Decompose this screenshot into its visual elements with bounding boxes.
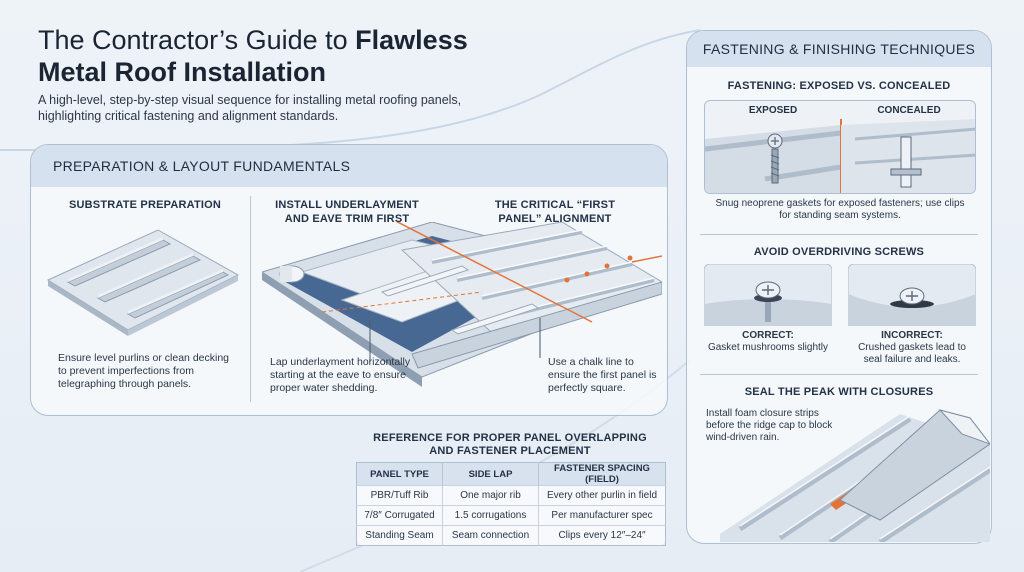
- table-row: PBR/Tuff Rib One major rib Every other p…: [356, 485, 666, 506]
- page-subtitle: A high-level, step-by-step visual sequen…: [38, 93, 462, 123]
- table-cell: 1.5 corrugations: [442, 505, 539, 526]
- exposed-concealed-caption: Snug neoprene gaskets for exposed fasten…: [715, 198, 965, 221]
- underlayment-title-line2: AND EAVE TRIM FIRST: [284, 213, 410, 225]
- correct-screw-illustration: [704, 264, 832, 326]
- peak-title: SEAL THE PEAK WITH CLOSURES: [744, 386, 934, 398]
- underlayment-title-line1: INSTALL UNDERLAYMENT: [275, 199, 419, 211]
- exposed-vs-concealed-title: FASTENING: EXPOSED VS. CONCEALED: [727, 80, 951, 92]
- table-cell: Standing Seam: [356, 525, 443, 546]
- substrate-text: Ensure level purlins or clean decking to…: [58, 352, 230, 390]
- first-panel-title-line2: PANEL” ALIGNMENT: [498, 213, 612, 225]
- exposed-label: EXPOSED: [748, 105, 798, 116]
- table-cell: Seam connection: [442, 525, 539, 546]
- chalk-line: [395, 222, 593, 323]
- peak-text: Install foam closure strips before the r…: [706, 408, 833, 443]
- table-row: 7/8″ Corrugated 1.5 corrugations Per man…: [356, 505, 666, 526]
- table-cell: Clips every 12″–24″: [538, 525, 666, 546]
- underlayment-text: Lap underlayment horizontally starting a…: [270, 356, 411, 394]
- table-cell: One major rib: [442, 485, 539, 506]
- table-title-line1: REFERENCE FOR PROPER PANEL OVERLAPPING: [373, 432, 647, 444]
- table-header-panel-type: PANEL TYPE: [356, 462, 443, 486]
- table-cell: PBR/Tuff Rib: [356, 485, 443, 506]
- incorrect-screw-illustration: [848, 264, 976, 326]
- exposed-concealed-box: EXPOSED CONCEALED: [704, 100, 976, 194]
- title-light: The Contractor’s Guide to: [38, 25, 356, 55]
- table-header-row: PANEL TYPE SIDE LAP FASTENER SPACING (FI…: [356, 462, 666, 486]
- table-cell: Per manufacturer spec: [538, 505, 666, 526]
- table-row: Standing Seam Seam connection Clips ever…: [356, 525, 666, 546]
- incorrect-caption: INCORRECT: Crushed gaskets lead to seal …: [848, 330, 976, 366]
- title-bold-2: Metal Roof Installation: [38, 57, 327, 87]
- first-panel-title: THE CRITICAL “FIRST PANEL” ALIGNMENT: [480, 198, 630, 226]
- substrate-illustration: [46, 229, 240, 336]
- correct-caption: CORRECT: Gasket mushrooms slightly: [704, 330, 832, 354]
- correct-text: Gasket mushrooms slightly: [707, 342, 829, 353]
- page-title: The Contractor’s Guide to Flawless Metal…: [38, 24, 658, 88]
- substrate-title: SUBSTRATE PREPARATION: [68, 199, 222, 211]
- underlayment-title: INSTALL UNDERLAYMENT AND EAVE TRIM FIRST: [262, 198, 432, 226]
- standing-seam-clip-icon: [900, 136, 912, 188]
- incorrect-label: INCORRECT:: [881, 330, 943, 341]
- fastening-divider-1: [700, 234, 978, 235]
- table-header-side-lap: SIDE LAP: [442, 462, 539, 486]
- fastening-heading: FASTENING & FINISHING TECHNIQUES: [687, 31, 991, 67]
- first-panel-title-line1: THE CRITICAL “FIRST: [494, 199, 616, 211]
- prep-divider: [250, 196, 251, 402]
- table-cell: 7/8″ Corrugated: [356, 505, 443, 526]
- exposed-concealed-illustration: [705, 119, 975, 193]
- table-cell: Every other purlin in field: [538, 485, 666, 506]
- first-panel-text: Use a chalk line to ensure the first pan…: [548, 356, 657, 394]
- reference-table: PANEL TYPE SIDE LAP FASTENER SPACING (FI…: [356, 462, 666, 546]
- fastening-divider-2: [700, 374, 978, 375]
- roof-layout-illustration: [262, 222, 662, 387]
- preparation-heading: PREPARATION & LAYOUT FUNDAMENTALS: [31, 145, 667, 187]
- incorrect-text: Crushed gaskets lead to seal failure and…: [858, 342, 966, 365]
- correct-label: CORRECT:: [742, 330, 794, 341]
- overdriving-title: AVOID OVERDRIVING SCREWS: [753, 246, 925, 258]
- table-header-fastener-spacing: FASTENER SPACING (FIELD): [538, 462, 666, 486]
- table-title-line2: AND FASTENER PLACEMENT: [429, 445, 591, 457]
- ridge-cap-illustration: [720, 409, 990, 542]
- title-bold-1: Flawless: [355, 25, 468, 55]
- reference-table-title: REFERENCE FOR PROPER PANEL OVERLAPPING A…: [350, 432, 670, 458]
- concealed-label: CONCEALED: [877, 105, 941, 116]
